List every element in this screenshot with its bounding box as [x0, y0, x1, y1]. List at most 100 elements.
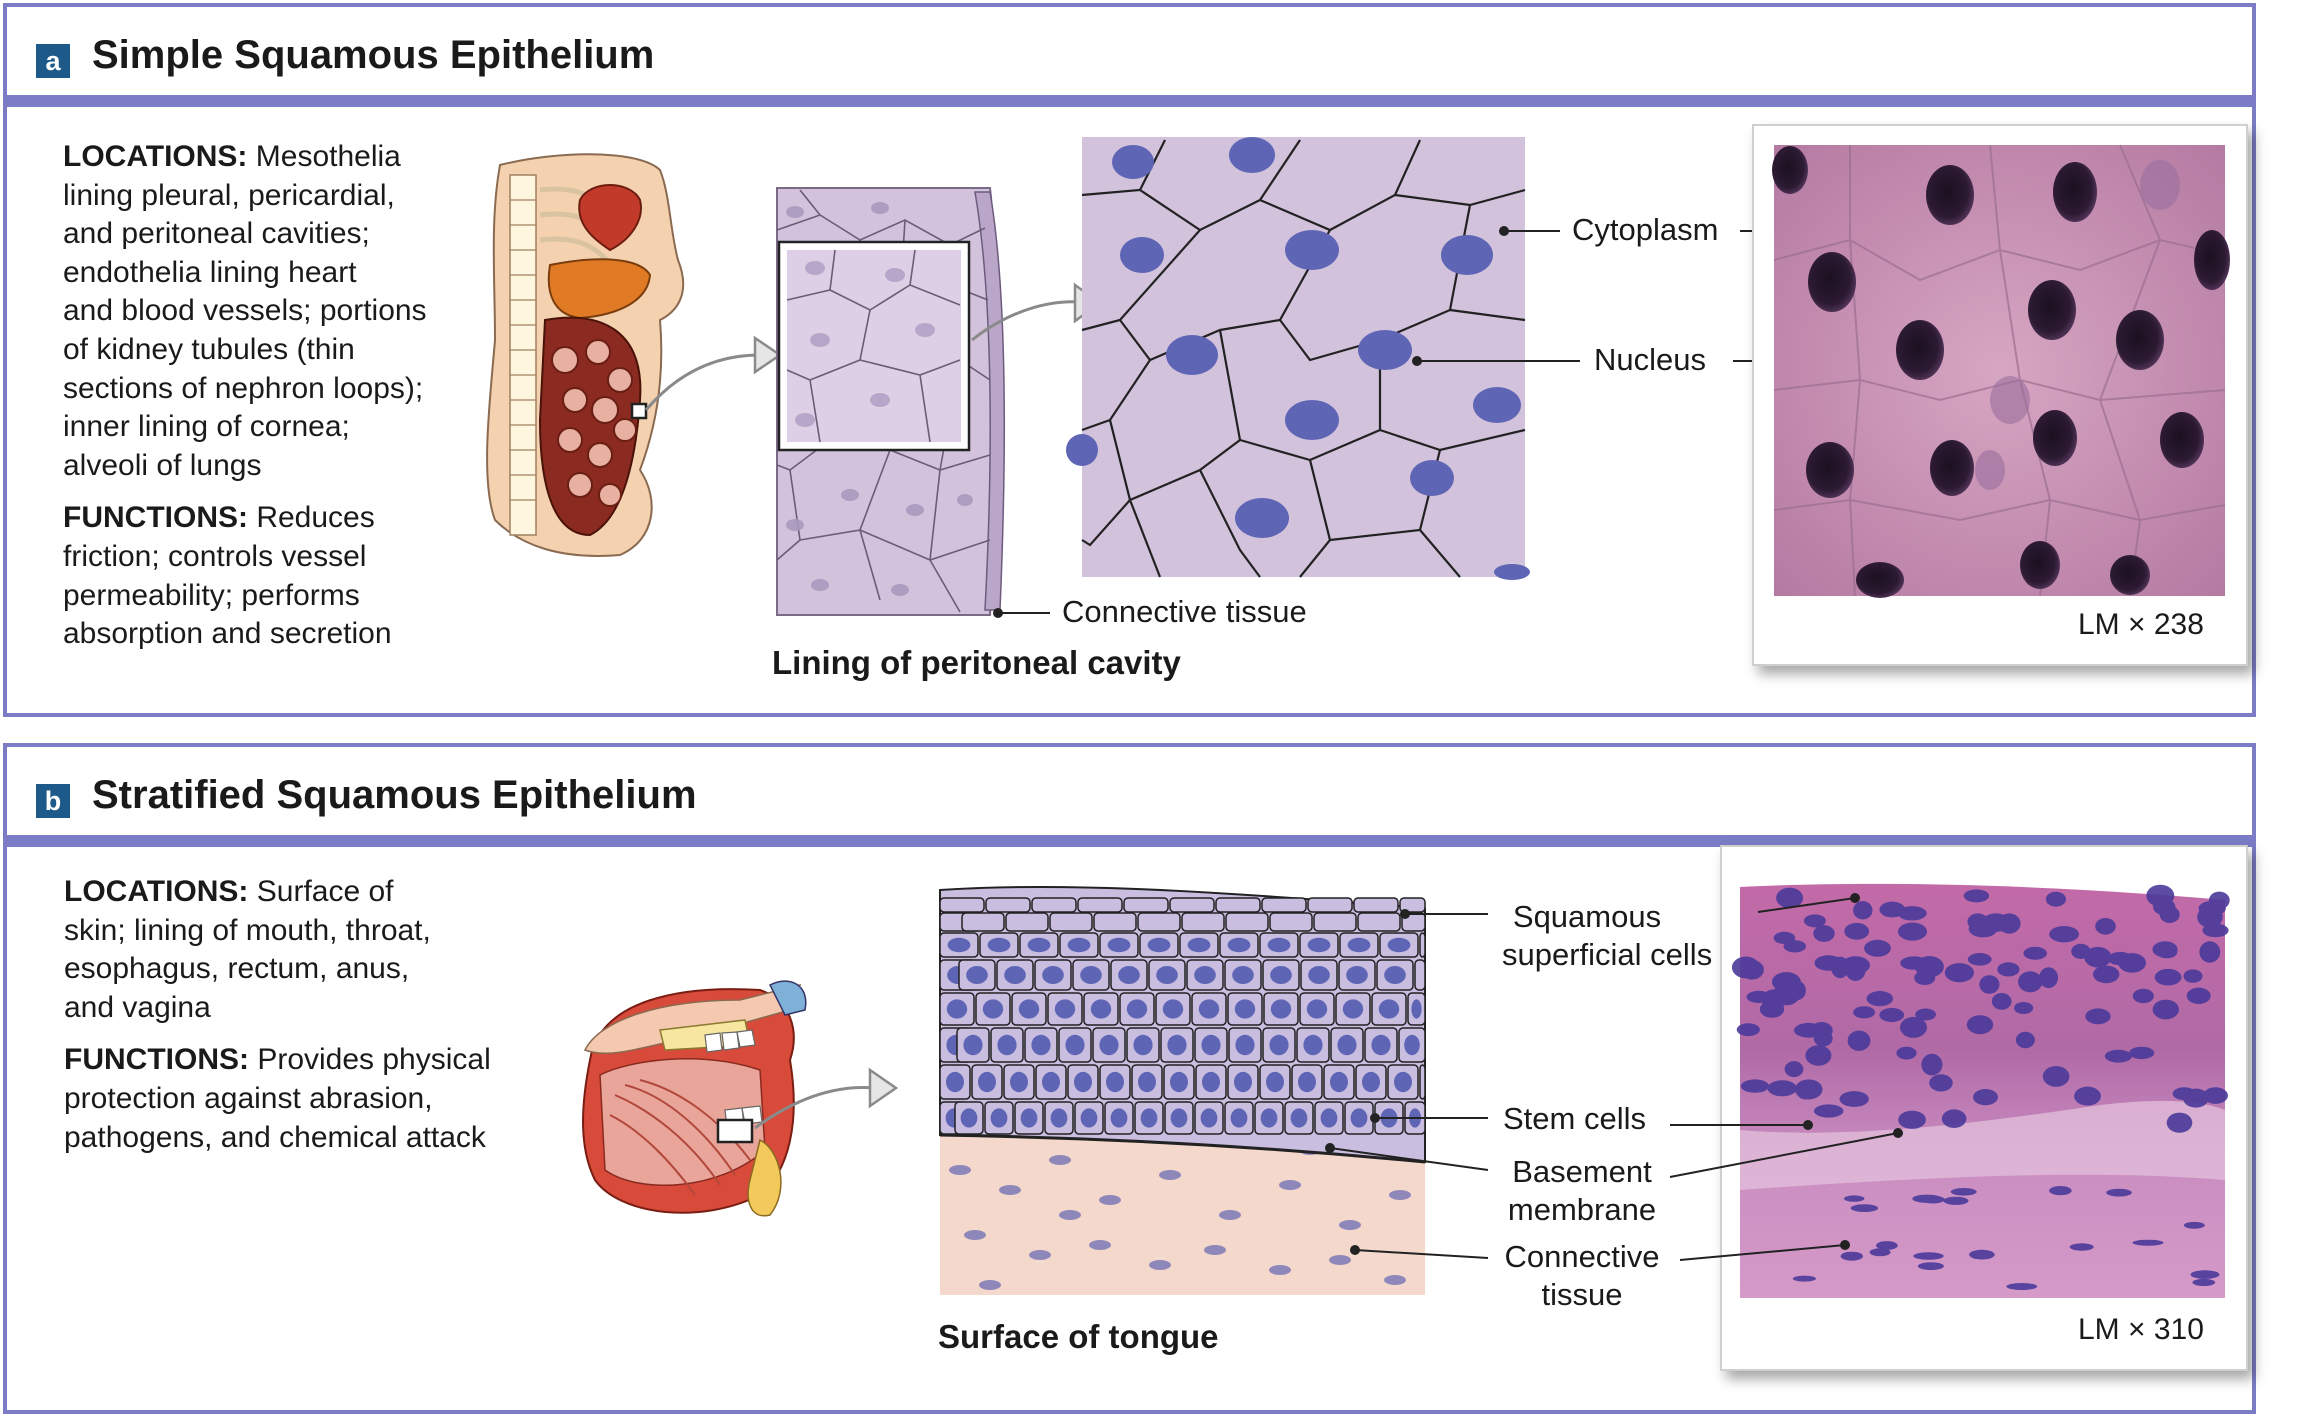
- epithelial-cell: [1031, 897, 1077, 913]
- epithelial-cell: [1399, 897, 1426, 913]
- panel-b-title: Stratified Squamous Epithelium: [92, 773, 697, 817]
- panel-b-description: LOCATIONS: Surface of skin; lining of mo…: [64, 873, 491, 1171]
- cell-nucleus: [1347, 937, 1371, 953]
- cell-nucleus: [1235, 1034, 1255, 1056]
- cell-nucleus: [1099, 1034, 1119, 1056]
- cell-nucleus: [1118, 966, 1140, 984]
- cell-nucleus: [966, 966, 988, 984]
- cell-nucleus: [1090, 999, 1112, 1019]
- cell-nucleus: [1404, 1034, 1420, 1056]
- mouth-sample-marker: [716, 1118, 754, 1144]
- arrow-icon: [868, 1067, 899, 1109]
- epithelial-cell: [1313, 912, 1357, 932]
- panel-b-micrograph-frame: [1720, 845, 2248, 1371]
- caption-tongue: Surface of tongue: [938, 1318, 1219, 1355]
- stratified-squamous-detail: [939, 885, 1426, 1295]
- epithelial-cell: [1137, 912, 1181, 932]
- cell-nucleus: [1346, 966, 1368, 984]
- epithelial-cell: [1353, 897, 1399, 913]
- nucleus-markers: [1066, 137, 1530, 580]
- epithelial-cell: [1307, 897, 1353, 913]
- panel-a-description: LOCATIONS: Mesothelia lining pleural, pe…: [63, 138, 427, 668]
- cell-nucleus: [1230, 1108, 1248, 1128]
- cell-nucleus: [1260, 1108, 1278, 1128]
- epithelial-cell: [961, 912, 1005, 932]
- panel-b-functions: FUNCTIONS: Provides physical protection …: [64, 1043, 491, 1154]
- cell-nucleus: [1050, 1108, 1068, 1128]
- epithelial-cell: [1357, 912, 1401, 932]
- cell-nucleus: [1187, 937, 1211, 953]
- cell-nucleus: [1067, 937, 1091, 953]
- cell-nucleus: [1080, 966, 1102, 984]
- simple-squamous-detail: [1066, 137, 1530, 580]
- cell-nucleus: [1140, 1108, 1158, 1128]
- panel-b-locations: LOCATIONS: Surface of skin; lining of mo…: [64, 875, 431, 1024]
- panel-b-header: b Stratified Squamous Epithelium: [7, 747, 2252, 847]
- panel-a-badge: a: [36, 44, 70, 78]
- label-cytoplasm: Cytoplasm: [1572, 212, 1719, 247]
- panel-b-badge: b: [36, 784, 70, 818]
- epithelial-cell: [1215, 897, 1261, 913]
- cell-nucleus: [1411, 999, 1422, 1019]
- torso-illustration: [486, 153, 685, 557]
- cell-nucleus: [1004, 966, 1026, 984]
- cell-nucleus: [1232, 966, 1254, 984]
- cell-nucleus: [1126, 999, 1148, 1019]
- cell-nucleus: [1269, 1034, 1289, 1056]
- epithelial-cell: [1419, 932, 1426, 958]
- cell-nucleus: [1194, 966, 1216, 984]
- cell-nucleus: [1065, 1034, 1085, 1056]
- lining-sheet-illustration: [776, 187, 1006, 616]
- cell-nucleus: [1010, 1071, 1028, 1093]
- cell-nucleus: [960, 1108, 978, 1128]
- cell-nucleus: [1384, 966, 1406, 984]
- label-stem-cells: Stem cells: [1503, 1101, 1646, 1136]
- cell-nucleus: [1200, 1108, 1218, 1128]
- epithelial-cell: [939, 897, 985, 913]
- epithelial-cell: [985, 897, 1031, 913]
- epithelial-cell: [1419, 1064, 1426, 1100]
- cell-nucleus: [1378, 999, 1400, 1019]
- cell-nucleus: [1227, 937, 1251, 953]
- cell-nucleus: [1042, 1071, 1060, 1093]
- cell-nucleus: [1362, 1071, 1380, 1093]
- cell-nucleus: [1320, 1108, 1338, 1128]
- cell-nucleus: [1394, 1071, 1412, 1093]
- cell-nucleus: [987, 937, 1011, 953]
- epithelial-cell: [1169, 897, 1215, 913]
- epithelial-cell-grid: [939, 897, 1426, 1135]
- cell-nucleus: [1170, 1071, 1188, 1093]
- cell-nucleus: [1290, 1108, 1308, 1128]
- cell-nucleus: [963, 1034, 983, 1056]
- cell-nucleus: [946, 999, 968, 1019]
- cell-nucleus: [1270, 966, 1292, 984]
- panel-a-functions: FUNCTIONS: Reduces friction; controls ve…: [63, 501, 392, 651]
- epithelial-cell: [1261, 897, 1307, 913]
- cell-nucleus: [1031, 1034, 1051, 1056]
- cell-nucleus: [946, 1071, 964, 1093]
- cell-nucleus: [1266, 1071, 1284, 1093]
- cell-nucleus: [982, 999, 1004, 1019]
- cell-nucleus: [1133, 1034, 1153, 1056]
- cell-nucleus: [1267, 937, 1291, 953]
- label-nucleus: Nucleus: [1594, 342, 1706, 377]
- torso-sample-marker: [630, 402, 648, 420]
- cell-nucleus: [1110, 1108, 1128, 1128]
- cell-nucleus: [1198, 999, 1220, 1019]
- cell-nucleus: [1330, 1071, 1348, 1093]
- cell-nucleus: [1307, 937, 1331, 953]
- cell-nucleus: [997, 1034, 1017, 1056]
- cell-nucleus: [1074, 1071, 1092, 1093]
- cell-nucleus: [1170, 1108, 1188, 1128]
- cell-nucleus: [1234, 999, 1256, 1019]
- epithelial-cell: [1049, 912, 1093, 932]
- panel-a-locations: LOCATIONS: Mesothelia lining pleural, pe…: [63, 140, 427, 482]
- cell-nucleus: [1054, 999, 1076, 1019]
- label-connective-tissue-b: Connective tissue: [1504, 1239, 1660, 1312]
- cell-nucleus: [1147, 937, 1171, 953]
- epithelial-cell: [1225, 912, 1269, 932]
- cell-nucleus: [1387, 937, 1411, 953]
- cell-nucleus: [1107, 937, 1131, 953]
- mouth-illustration: [582, 980, 807, 1217]
